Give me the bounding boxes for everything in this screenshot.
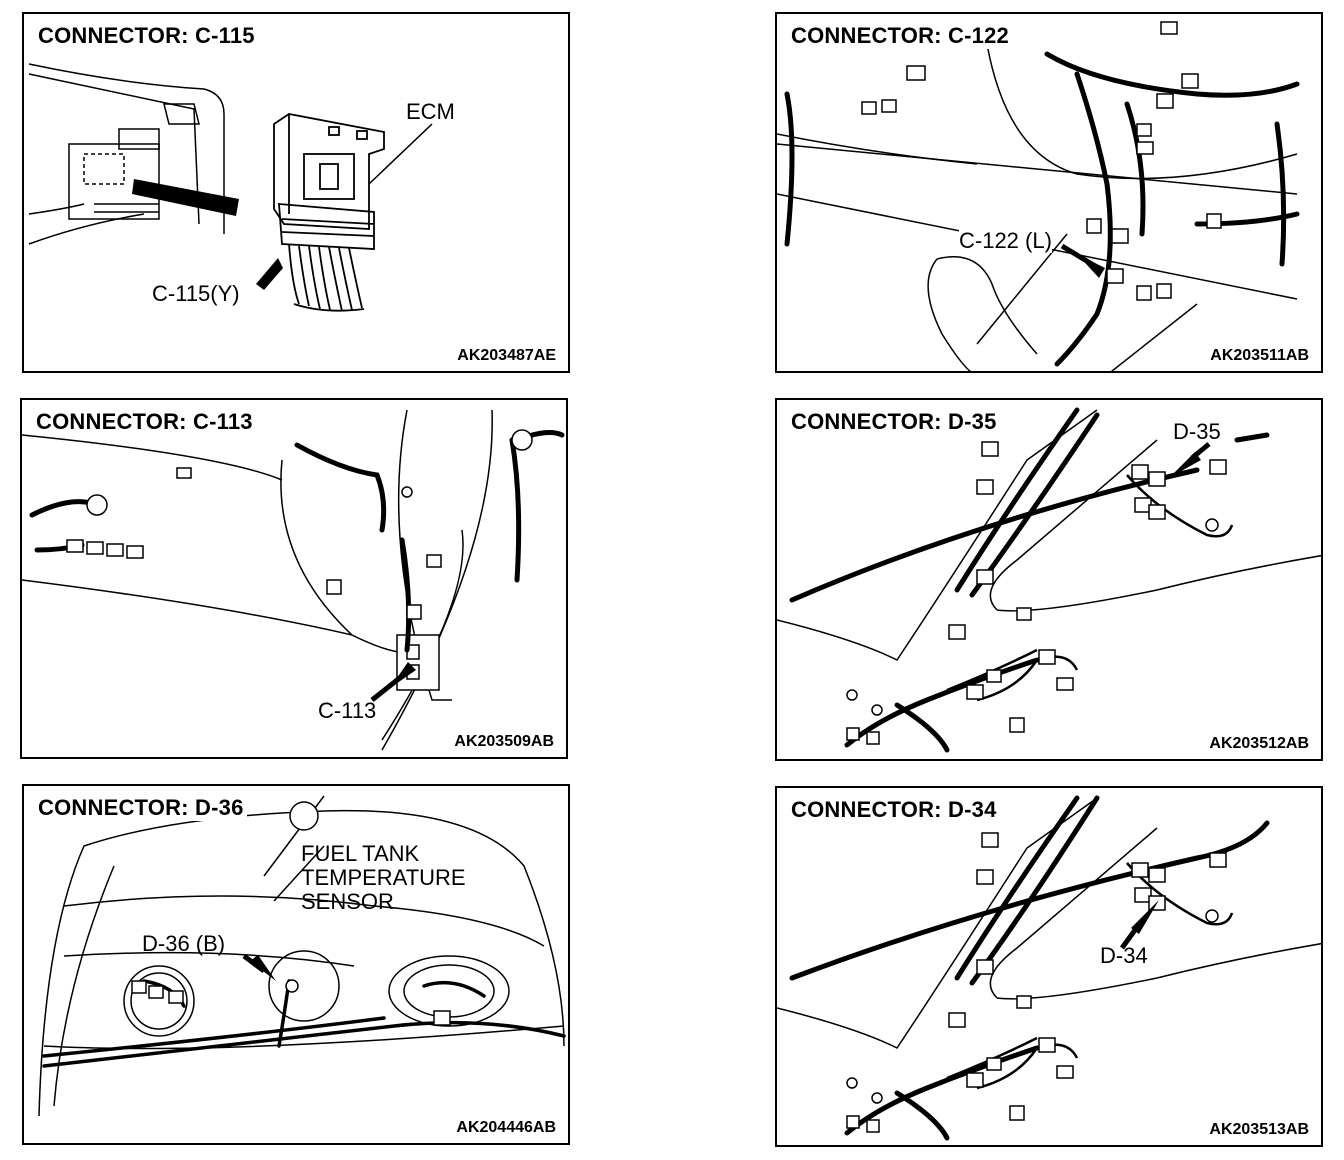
harness-illustration <box>22 409 565 751</box>
ecm-label: ECM <box>406 99 455 124</box>
connector-c115-panel: CONNECTOR: C-115 ECM C-115(Y) AK203487AE <box>22 12 570 373</box>
panel-title: CONNECTOR: D-36 <box>38 795 247 821</box>
connector-d36-panel: CONNECTOR: D-36 FUEL TANK TEMPERATURE SE… <box>22 784 570 1145</box>
connector-d34-panel: CONNECTOR: D-34 D-34 AK203513AB <box>775 786 1323 1147</box>
panel-title: CONNECTOR: D-35 <box>791 409 1000 435</box>
connector-c113-panel: CONNECTOR: C-113 C-113 AK203509AB <box>20 398 568 759</box>
harness-illustration <box>777 407 1321 753</box>
sensor-label-line1: FUEL TANK <box>301 841 420 866</box>
connector-c122-panel: CONNECTOR: C-122 C-122 (L) AK203511AB <box>775 12 1323 373</box>
connector-label: C-115(Y) <box>152 281 240 306</box>
panel-title: CONNECTOR: C-115 <box>38 23 258 49</box>
harness-illustration <box>777 795 1321 1141</box>
connector-label: D-35 <box>1173 419 1221 444</box>
figure-code: AK204446AB <box>456 1119 556 1136</box>
ecm-illustration <box>28 63 433 312</box>
connector-d35-panel: CONNECTOR: D-35 D-35 AK203512AB <box>775 398 1323 761</box>
figure-code: AK203511AB <box>1210 347 1309 364</box>
panel-title: CONNECTOR: D-34 <box>791 797 1000 823</box>
figure-code: AK203513AB <box>1209 1121 1309 1138</box>
figure-code: AK203512AB <box>1209 735 1309 752</box>
connector-label: D-36 (B) <box>142 931 226 956</box>
fuel-tank-illustration <box>38 795 566 1117</box>
connector-label: C-122 (L) <box>959 228 1052 253</box>
connector-label: D-34 <box>1100 943 1148 968</box>
figure-code: AK203509AB <box>454 733 554 750</box>
connector-label: C-113 <box>318 698 377 723</box>
harness-illustration <box>777 21 1300 371</box>
panel-title: CONNECTOR: C-122 <box>791 23 1012 49</box>
panel-title: CONNECTOR: C-113 <box>36 409 256 435</box>
figure-code: AK203487AE <box>457 347 556 364</box>
sensor-label-line3: SENSOR <box>301 889 394 914</box>
sensor-label-line2: TEMPERATURE <box>301 865 466 890</box>
